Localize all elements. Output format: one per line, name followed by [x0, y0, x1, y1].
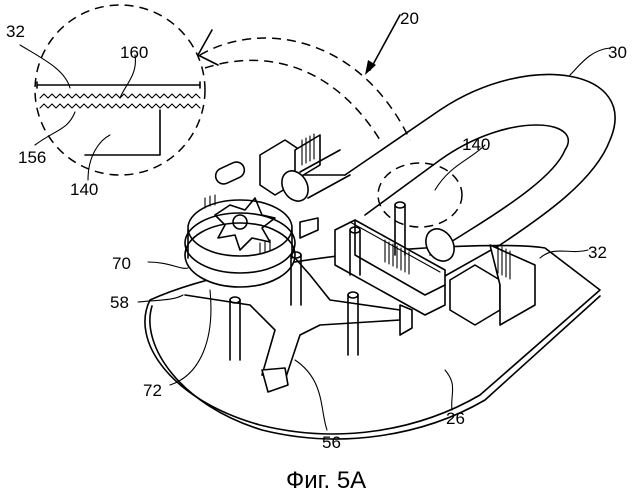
- inset-detail: [35, 5, 205, 175]
- label-26: 26: [446, 409, 465, 428]
- label-140-inset: 140: [70, 180, 98, 199]
- label-156: 156: [18, 148, 46, 167]
- figure-caption: Фиг. 5A: [286, 467, 366, 494]
- callout-arrows: [198, 30, 462, 227]
- label-140: 140: [462, 135, 490, 154]
- leader-lines: [20, 45, 610, 430]
- label-72: 72: [143, 381, 162, 400]
- label-20: 20: [400, 9, 419, 28]
- label-32-inset: 32: [6, 22, 25, 41]
- label-30: 30: [608, 43, 627, 62]
- label-160: 160: [120, 43, 148, 62]
- device-arrow: [370, 15, 400, 70]
- label-56: 56: [322, 433, 341, 452]
- right-bracket: [450, 245, 535, 325]
- label-58: 58: [110, 293, 129, 312]
- label-32-right: 32: [588, 243, 607, 262]
- label-70: 70: [112, 254, 131, 273]
